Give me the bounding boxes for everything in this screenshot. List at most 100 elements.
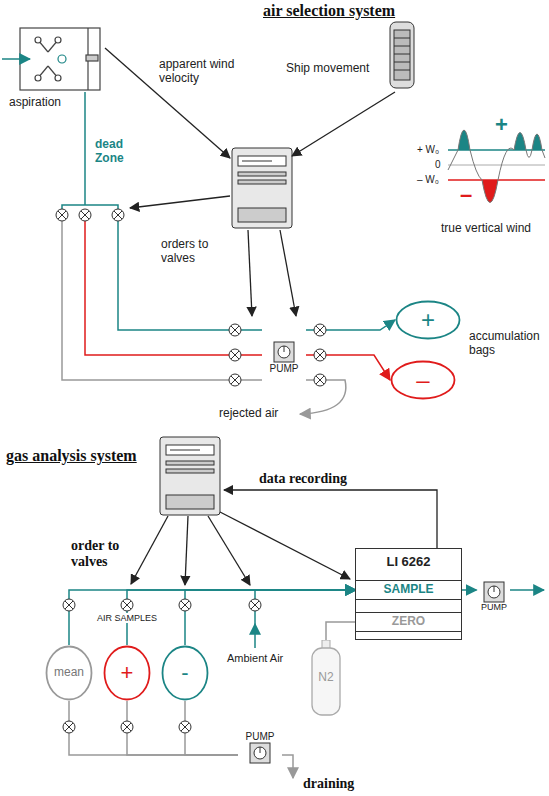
valve-symbol xyxy=(316,376,324,384)
valve-symbol xyxy=(231,376,239,384)
node-text: N2 xyxy=(318,671,333,684)
ship-motion-sensor xyxy=(394,30,410,80)
valve-symbol xyxy=(181,601,189,609)
node-text: PUMP xyxy=(246,731,275,742)
threshold-label: + W₀ xyxy=(416,144,440,156)
control-label: order to valves xyxy=(70,538,136,570)
valve-symbol xyxy=(316,351,324,359)
valve-symbol xyxy=(123,601,131,609)
valve-symbol xyxy=(63,599,75,611)
sign-label: – xyxy=(459,182,473,207)
pump-symbol xyxy=(494,586,495,592)
pipe-connector xyxy=(185,590,356,645)
pump-symbol xyxy=(284,346,285,352)
section-title: gas analysis system xyxy=(5,447,138,465)
valve-symbol xyxy=(121,599,133,611)
aspiration-sensor xyxy=(55,37,61,43)
node-text: - xyxy=(181,661,188,685)
valve-symbol xyxy=(231,351,239,359)
ship-motion-sensor xyxy=(394,46,410,47)
valve-symbol xyxy=(56,209,68,221)
node-text: ZERO xyxy=(392,615,425,628)
valve-symbol xyxy=(81,211,89,219)
connectors xyxy=(69,320,477,755)
zone-label: dead Zone xyxy=(94,138,140,166)
valve-symbol xyxy=(314,374,326,386)
drain-label: draining xyxy=(302,776,355,792)
wind-chart xyxy=(448,149,545,151)
valve-symbol xyxy=(79,209,91,221)
valve-symbol xyxy=(249,599,261,611)
node-text: + xyxy=(121,661,134,685)
valve-symbol xyxy=(229,349,241,361)
aspiration-sensor xyxy=(55,75,61,81)
computer-icon xyxy=(166,461,214,465)
ship-motion-sensor xyxy=(394,38,410,39)
sensor-label: aspiration xyxy=(8,96,62,110)
bag-outline xyxy=(47,647,92,700)
valve-symbol xyxy=(123,723,131,731)
signal-arrows xyxy=(224,490,437,548)
sample-bag: + xyxy=(103,645,151,701)
exhaust-label: rejected air xyxy=(218,407,279,421)
valve-symbol xyxy=(63,721,75,733)
aspiration-sensor xyxy=(35,75,41,81)
valve-symbol xyxy=(58,211,66,219)
section-title: air selection system xyxy=(262,2,396,20)
pipes xyxy=(84,92,86,205)
valve-symbol xyxy=(56,209,68,221)
valve-symbol xyxy=(121,599,133,611)
computer-icon xyxy=(232,148,292,228)
pipe-connector xyxy=(127,590,356,645)
accumulation-bag: – xyxy=(390,360,456,400)
computer-icon xyxy=(238,156,286,166)
pump-symbol xyxy=(250,743,270,763)
signal-arrows xyxy=(130,196,230,208)
valve-symbol xyxy=(314,374,326,386)
pipe-connector xyxy=(69,701,238,755)
pipes xyxy=(282,755,293,778)
signal-arrows xyxy=(105,48,437,585)
valve-symbol xyxy=(249,599,261,611)
node-text: LI 6262 xyxy=(386,555,430,569)
pump: PUMP xyxy=(238,726,282,768)
node-text: PUMP xyxy=(481,603,507,613)
computer-icon xyxy=(238,172,286,176)
pipe-connector xyxy=(326,622,356,640)
signal-arrows xyxy=(220,512,350,579)
pump-symbol xyxy=(273,341,295,363)
pump-symbol xyxy=(483,581,505,603)
valve-symbol xyxy=(112,209,124,221)
pump-symbol xyxy=(484,582,504,602)
aspiration-sensor xyxy=(35,37,41,43)
signal-arrows xyxy=(280,230,296,316)
valve-symbol xyxy=(231,326,239,334)
pipes xyxy=(510,589,544,591)
pump-symbol xyxy=(260,747,261,753)
aspiration-sensor xyxy=(86,55,98,61)
computer-icon xyxy=(232,148,292,228)
valve-symbol xyxy=(179,721,191,733)
valve-symbol xyxy=(314,324,326,336)
valve-symbol xyxy=(181,723,189,731)
wind-chart xyxy=(448,165,545,166)
valve-symbol xyxy=(251,601,259,609)
valve-symbol xyxy=(229,374,241,386)
valve-symbol xyxy=(65,601,73,609)
pump: PUMP xyxy=(477,578,512,616)
valve-symbol xyxy=(179,599,191,611)
valve-symbol xyxy=(314,324,326,336)
chart-caption: true vertical wind xyxy=(440,222,532,236)
signal-arrows xyxy=(131,516,168,584)
bags-label: accumulation bags xyxy=(468,330,546,358)
analyzer-port: SAMPLE xyxy=(356,580,461,600)
computer-icon xyxy=(238,208,286,222)
computer-icon xyxy=(160,437,220,515)
inlet-arrow xyxy=(2,58,30,60)
valve-symbol xyxy=(121,721,133,733)
pump: PUMP xyxy=(262,322,306,392)
ship-motion-sensor xyxy=(390,22,414,88)
aspiration-sensor xyxy=(20,28,100,90)
valve-symbol xyxy=(179,721,191,733)
valve-symbol xyxy=(314,349,326,361)
